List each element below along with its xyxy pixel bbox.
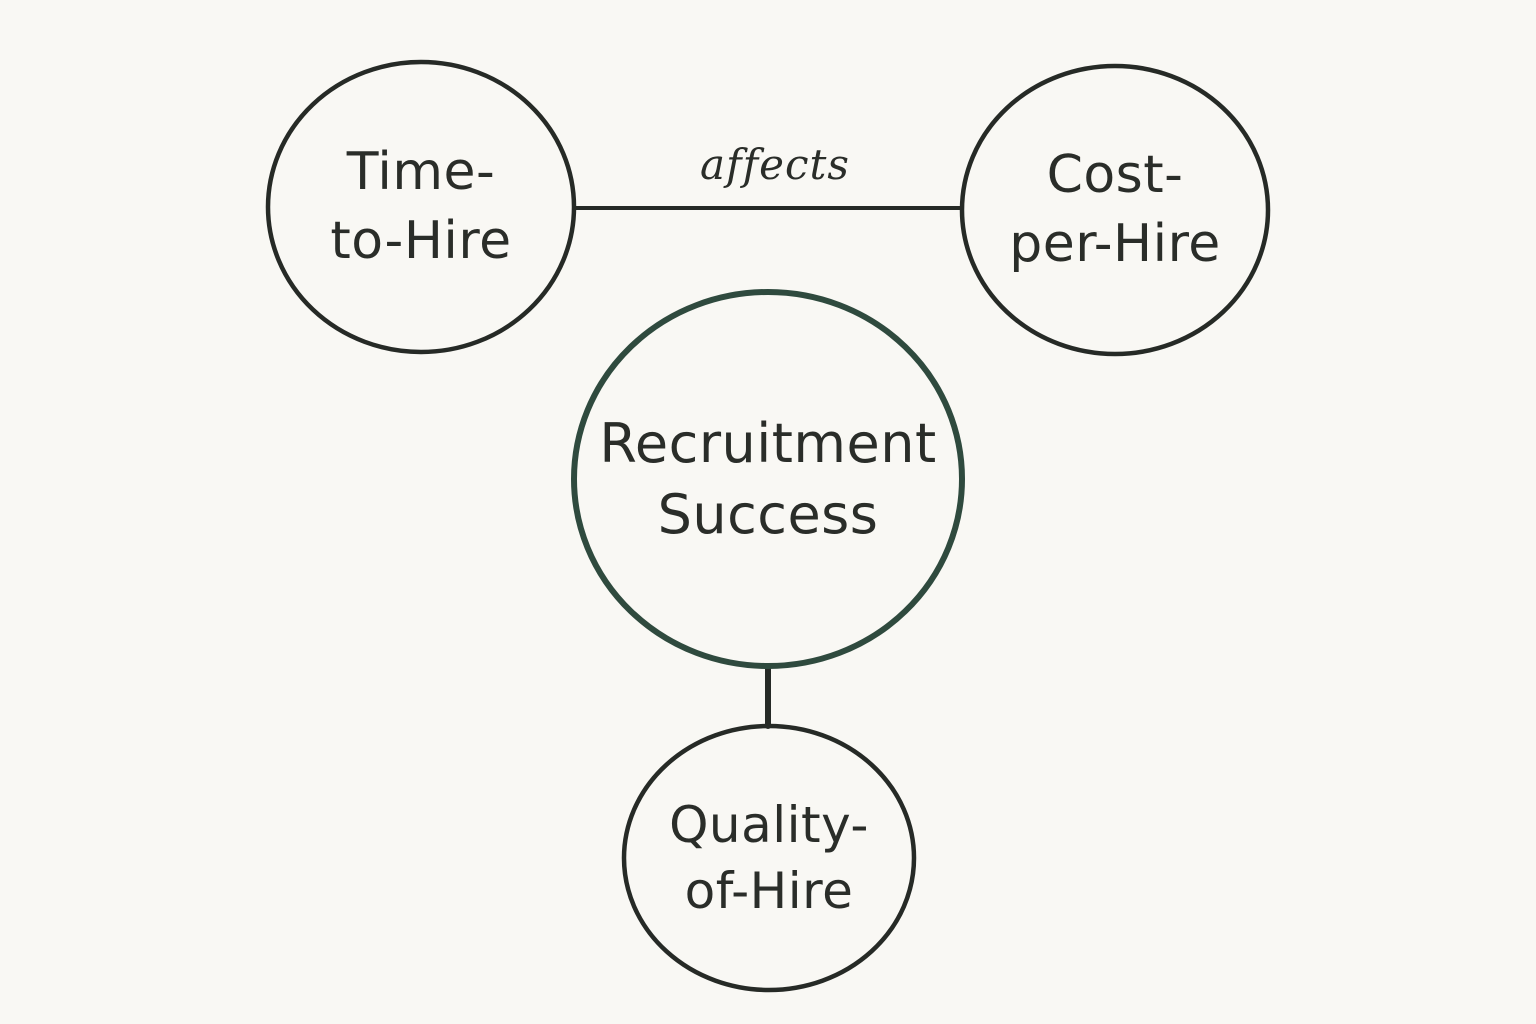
node-label-line: Success (657, 483, 879, 546)
node-circle-time-to-hire (265, 59, 577, 355)
node-label-recruitment-success: Recruitment Success (574, 292, 962, 666)
node-label-line: Recruitment (599, 411, 937, 475)
node-label-cost-per-hire: Cost- per-Hire (962, 66, 1268, 354)
node-label-quality-of-hire: Quality- of-Hire (624, 726, 914, 990)
node-circle-quality-of-hire (621, 723, 917, 993)
node-label-line: of-Hire (684, 862, 854, 920)
node-label-line: Cost- (1046, 145, 1184, 206)
node-label-time-to-hire: Time- to-Hire (268, 62, 574, 352)
node-circle-cost-per-hire (959, 63, 1271, 357)
edge-label-affects: affects (700, 140, 850, 189)
node-label-line: Time- (346, 142, 496, 203)
node-label-line: to-Hire (330, 211, 512, 271)
node-label-line: per-Hire (1009, 214, 1221, 274)
node-circle-recruitment-success (571, 289, 965, 669)
node-label-line: Quality- (669, 796, 869, 854)
